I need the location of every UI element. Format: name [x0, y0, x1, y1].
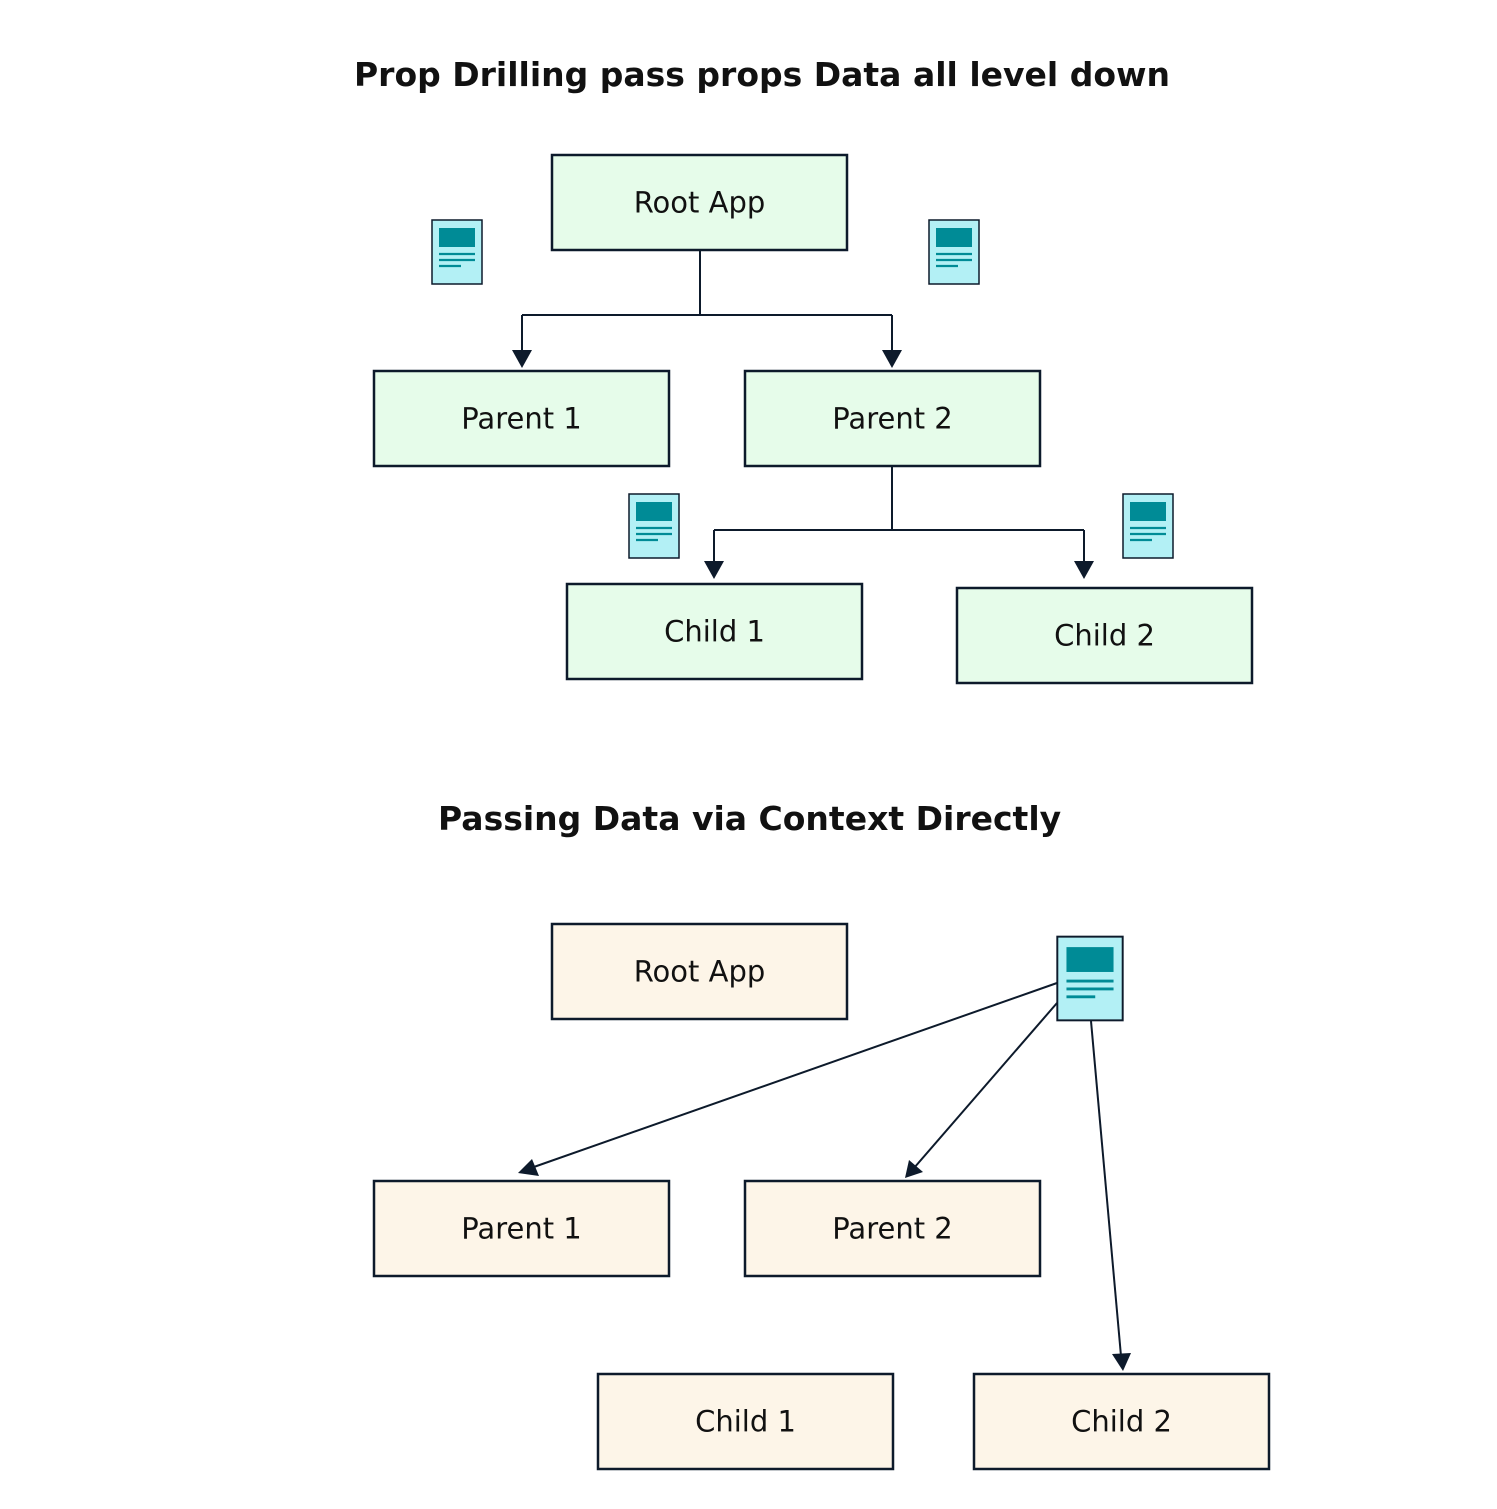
node-label: Child 2: [1071, 1405, 1172, 1439]
node-label: Parent 1: [461, 1212, 582, 1246]
document-icon: [1122, 493, 1174, 559]
prop-drilling-title: Prop Drilling pass props Data all level …: [354, 55, 1170, 94]
node-parent-2: Parent 2: [743, 369, 1042, 468]
context-title: Passing Data via Context Directly: [438, 799, 1061, 838]
node-root-app: Root App: [550, 153, 849, 252]
node-parent-1: Parent 1: [372, 1179, 671, 1278]
node-label: Child 2: [1054, 619, 1155, 653]
document-icon: [928, 219, 980, 285]
document-icon: [628, 493, 680, 559]
arrow-to-parent-1: [518, 1159, 539, 1176]
node-root-app: Root App: [550, 922, 849, 1021]
edge-context-to-child-2: [1090, 1020, 1122, 1357]
context-section: Passing Data via Context Directly Root A…: [372, 799, 1271, 1471]
node-child-1: Child 1: [565, 582, 864, 681]
node-label: Parent 2: [832, 402, 953, 436]
arrow-to-child-2: [1074, 561, 1094, 579]
arrow-to-parent-2: [905, 1160, 923, 1178]
node-label: Child 1: [664, 615, 765, 649]
arrow-to-child-2: [1112, 1353, 1131, 1371]
context-document-icon: [1056, 935, 1124, 1022]
node-parent-1: Parent 1: [372, 369, 671, 468]
node-label: Root App: [634, 955, 766, 989]
node-child-2: Child 2: [972, 1372, 1271, 1471]
document-icon: [431, 219, 483, 285]
arrow-to-parent-2: [882, 350, 902, 368]
node-label: Root App: [634, 186, 766, 220]
node-parent-2: Parent 2: [743, 1179, 1042, 1278]
edge-root-to-parents: [521, 250, 893, 352]
prop-drilling-section: Prop Drilling pass props Data all level …: [354, 55, 1254, 685]
node-child-1: Child 1: [596, 1372, 895, 1471]
arrow-to-parent-1: [512, 350, 532, 368]
node-label: Child 1: [695, 1405, 796, 1439]
node-label: Parent 1: [461, 402, 582, 436]
edge-parent2-to-children: [713, 466, 1085, 562]
edge-context-to-parent-1: [530, 982, 1058, 1169]
edge-context-to-parent-2: [913, 1002, 1058, 1169]
node-child-2: Child 2: [955, 586, 1254, 685]
arrow-to-child-1: [704, 561, 724, 579]
node-label: Parent 2: [832, 1212, 953, 1246]
